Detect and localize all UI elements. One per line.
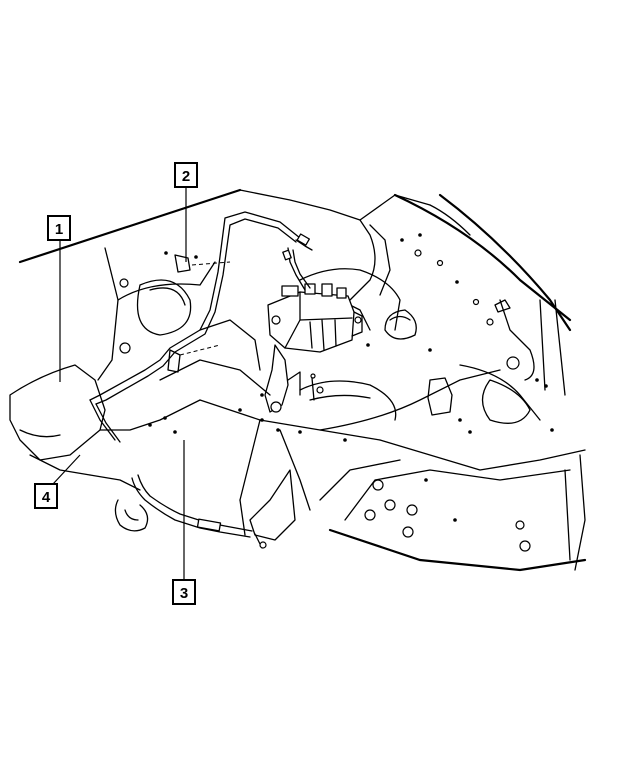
callout-2-label: 2 xyxy=(182,168,190,185)
fastener-dots xyxy=(148,233,554,522)
left-wheelhouse-panel xyxy=(9,188,242,491)
callout-2: 2 xyxy=(174,162,198,188)
callout-1-label: 1 xyxy=(55,221,63,238)
callout-1: 1 xyxy=(47,215,71,241)
right-inner-fender xyxy=(379,193,586,471)
callout-3-label: 3 xyxy=(180,585,188,602)
front-frame-rail xyxy=(239,454,587,572)
wheel-speed-sensor-harness xyxy=(114,474,267,549)
engine-compartment-floor xyxy=(159,189,572,511)
callout-3: 3 xyxy=(172,579,196,605)
callout-4-label: 4 xyxy=(42,489,51,506)
brake-lines xyxy=(89,211,313,443)
abs-module xyxy=(267,283,363,353)
callout-4: 4 xyxy=(34,483,58,509)
abs-mounting-bracket xyxy=(264,344,316,413)
callout-leaders xyxy=(52,187,187,580)
